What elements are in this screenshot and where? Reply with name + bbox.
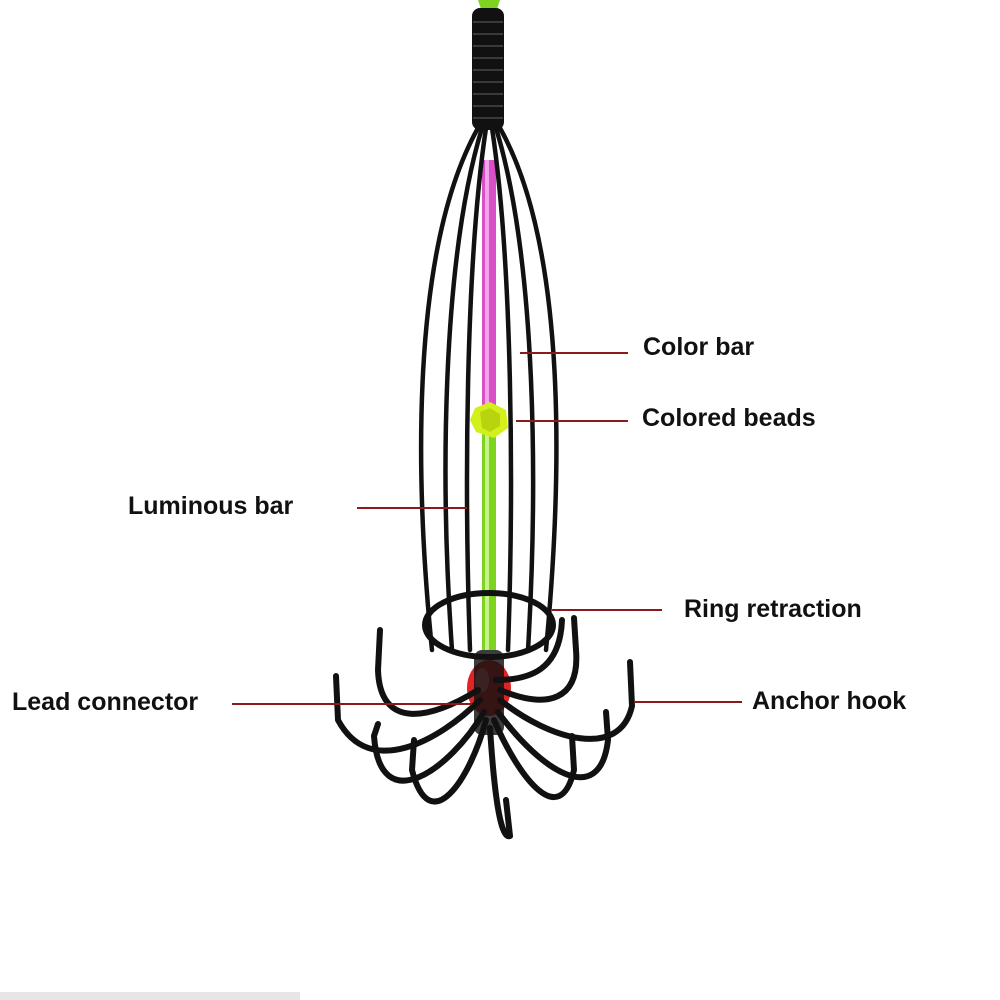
color-bar-leader-line (520, 352, 628, 354)
cage-wires (418, 125, 559, 653)
luminous-bar-leader-line (357, 507, 467, 509)
wrap-ridges (473, 21, 503, 119)
bottom-edge-strip (0, 992, 300, 1000)
lead-connector-leader-line (232, 703, 472, 705)
ring-retraction-label: Ring retraction (684, 595, 862, 623)
anchor-hook-leader-line (634, 701, 742, 703)
colored-beads-leader-line (516, 420, 628, 422)
luminous-bar-label: Luminous bar (128, 492, 294, 520)
color-bar-label: Color bar (643, 333, 755, 361)
colored-bead-shade (480, 408, 500, 432)
luminous-bar-highlight (485, 425, 489, 650)
ring-retraction-leader-line (552, 609, 662, 611)
color-bar-highlight (485, 160, 489, 410)
colored-beads-label: Colored beads (642, 404, 816, 432)
anchor-hook-label: Anchor hook (752, 687, 907, 715)
anchor-hooks (333, 615, 635, 840)
lead-connector-label: Lead connector (12, 688, 199, 716)
